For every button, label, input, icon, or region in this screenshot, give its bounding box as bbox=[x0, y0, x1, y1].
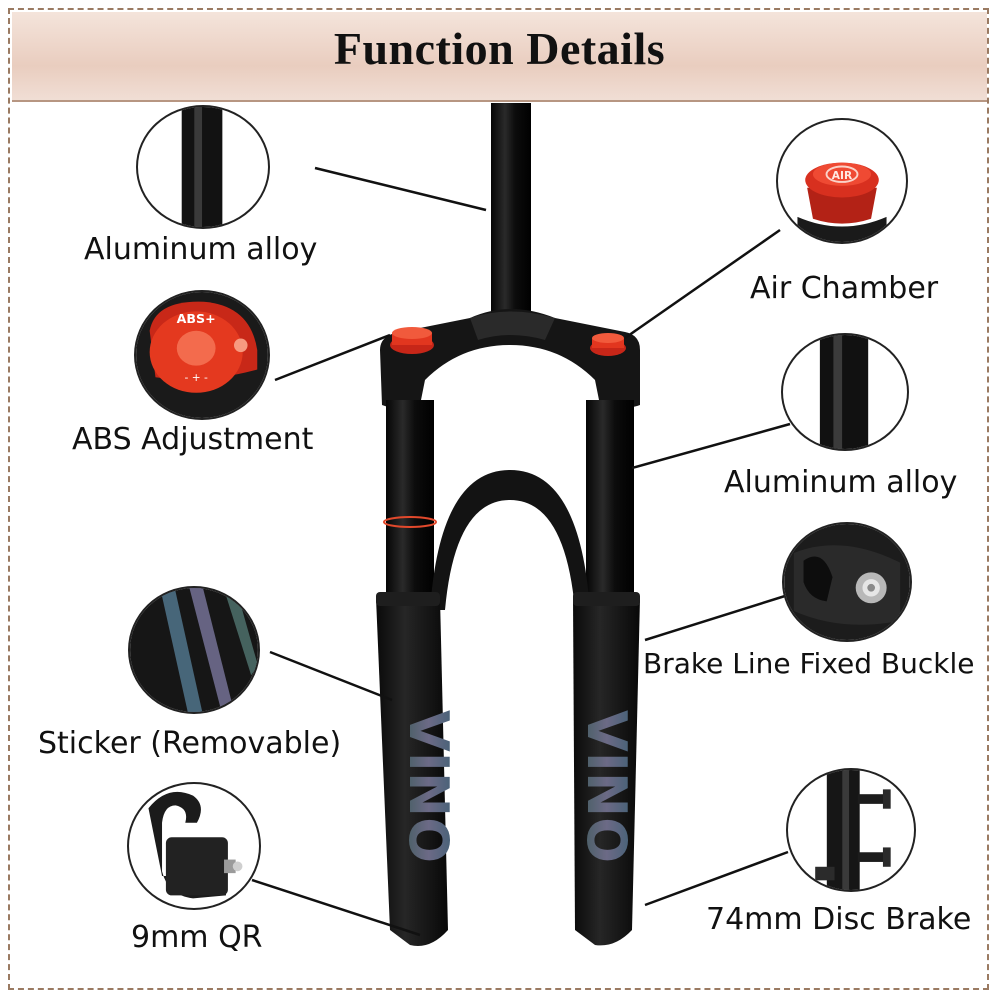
air-cap-detail-circle: AIR bbox=[776, 118, 908, 244]
steerer-tube-detail-circle bbox=[136, 105, 270, 229]
steerer-tube bbox=[491, 103, 531, 325]
label-abs-adjustment: ABS Adjustment bbox=[72, 422, 314, 457]
title-banner bbox=[12, 12, 987, 102]
sticker-detail-circle bbox=[128, 586, 260, 714]
dropout-detail-icon bbox=[148, 791, 243, 899]
stanchion-detail-icon bbox=[819, 335, 869, 449]
label-air-chamber: Air Chamber bbox=[750, 271, 939, 306]
dashed-frame bbox=[8, 8, 989, 990]
label-aluminum-alloy-steerer: Aluminum alloy bbox=[84, 232, 318, 267]
page-title: Function Details bbox=[333, 23, 666, 74]
abs-knob-symbols: - + - bbox=[184, 371, 208, 384]
leg-stickers: VINO VINO bbox=[397, 710, 638, 863]
leader-lines bbox=[251, 166, 791, 937]
label-aluminum-alloy-stanchion: Aluminum alloy bbox=[724, 465, 958, 500]
dropout-detail-circle bbox=[127, 782, 261, 910]
air-cap-detail-icon: AIR bbox=[797, 162, 887, 242]
abs-knob-detail-circle: ABS+ - + - bbox=[134, 290, 270, 420]
buckle-detail-icon bbox=[784, 524, 910, 640]
buckle-detail-circle bbox=[782, 522, 912, 642]
red-caps bbox=[390, 327, 626, 356]
steerer-tube-detail-icon bbox=[181, 107, 223, 227]
fork-arch bbox=[430, 470, 590, 610]
sticker-detail-icon bbox=[130, 588, 258, 712]
banner-divider bbox=[12, 100, 987, 102]
sticker-text-left: VINO bbox=[397, 710, 460, 863]
disc-mount-detail-circle bbox=[786, 768, 916, 892]
label-disc-brake: 74mm Disc Brake bbox=[706, 902, 972, 937]
disc-mount-detail-icon bbox=[815, 770, 891, 890]
lower-legs bbox=[376, 592, 640, 946]
stanchions bbox=[383, 400, 634, 600]
stanchion-detail-circle bbox=[781, 333, 909, 451]
sticker-text-right: VINO bbox=[575, 710, 638, 863]
air-cap-text: AIR bbox=[832, 169, 852, 182]
abs-knob-detail-icon: ABS+ - + - bbox=[136, 292, 268, 418]
abs-knob-text: ABS+ bbox=[177, 311, 216, 326]
label-sticker: Sticker (Removable) bbox=[38, 726, 342, 761]
label-brake-line-buckle: Brake Line Fixed Buckle bbox=[643, 647, 975, 680]
fork-crown bbox=[380, 309, 640, 409]
label-qr: 9mm QR bbox=[131, 920, 263, 955]
